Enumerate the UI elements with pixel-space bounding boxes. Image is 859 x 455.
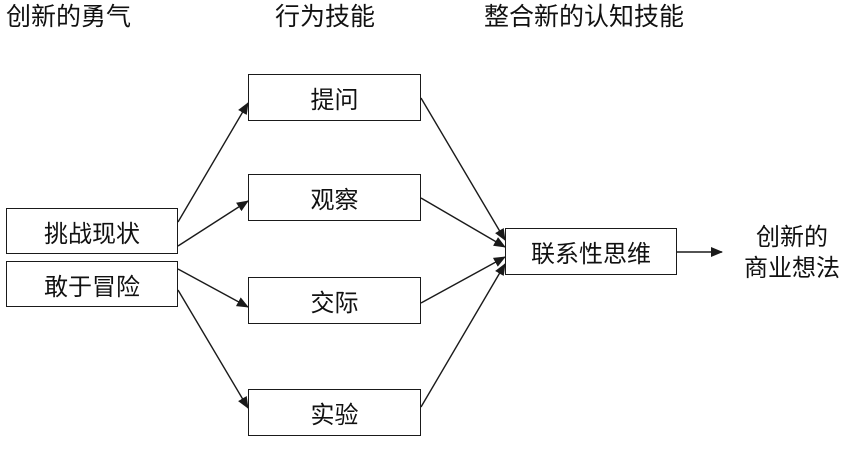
node-networking: 交际 (248, 277, 421, 324)
edge-challenge-to-question (177, 102, 249, 223)
header-courage: 创新的勇气 (6, 2, 132, 31)
edge-experiment-to-associate (420, 263, 506, 408)
edge-challenge-to-observe (177, 200, 249, 247)
node-challenge-status-quo: 挑战现状 (6, 208, 178, 254)
node-questioning: 提问 (248, 74, 421, 121)
edge-observe-to-associate (420, 197, 506, 248)
edge-network-to-associate (420, 256, 506, 304)
outcome-innovative-ideas: 创新的 商业想法 (736, 222, 848, 284)
node-associational-thinking: 联系性思维 (505, 228, 677, 275)
node-experimenting: 实验 (248, 389, 421, 436)
edge-risk-to-network (177, 268, 249, 308)
node-observing: 观察 (248, 174, 421, 221)
outcome-line-2: 商业想法 (744, 254, 840, 282)
header-behavior-skills: 行为技能 (275, 2, 376, 31)
outcome-line-1: 创新的 (756, 223, 828, 251)
node-take-risks: 敢于冒险 (6, 261, 178, 307)
edge-risk-to-experiment (177, 289, 249, 409)
edge-question-to-associate (420, 97, 506, 241)
header-cognitive-skills: 整合新的认知技能 (484, 2, 685, 31)
